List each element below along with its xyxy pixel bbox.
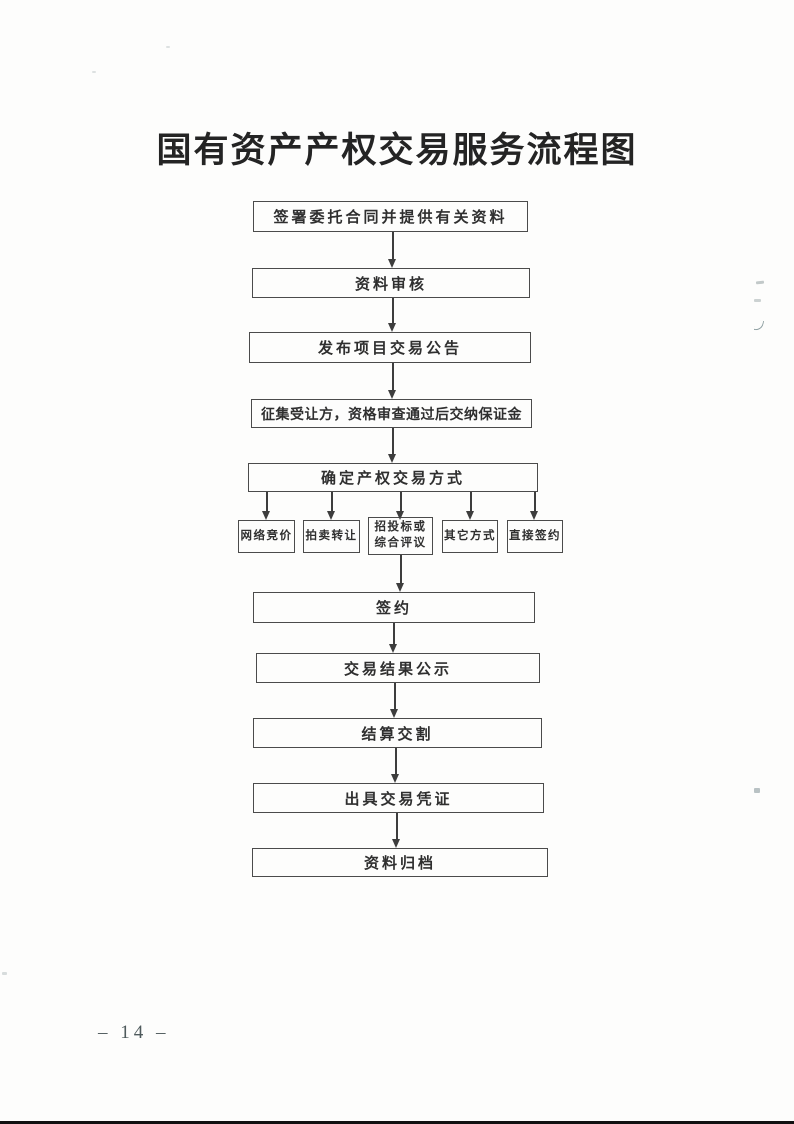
- flow-step-publish-announcement: 发布项目交易公告: [249, 332, 531, 363]
- arrow-down: [392, 363, 394, 390]
- flow-step-issue-certificate: 出具交易凭证: [253, 783, 544, 813]
- flow-step-label: 发布项目交易公告: [317, 341, 462, 357]
- scan-speck: [754, 788, 760, 793]
- flow-step-label: 资料归档: [363, 856, 436, 872]
- scan-bottom-edge: [0, 1121, 794, 1124]
- arrowhead-down-icon: [389, 644, 397, 653]
- flow-method-online-bidding: 网络竞价: [238, 520, 295, 553]
- scan-speck: [166, 46, 170, 48]
- flow-method-label-line2: 综合评议: [374, 537, 427, 549]
- flow-step-determine-method: 确定产权交易方式: [248, 463, 538, 492]
- arrowhead-down-icon: [388, 454, 396, 463]
- flow-method-other: 其它方式: [442, 520, 498, 553]
- flow-step-label: 确定产权交易方式: [320, 471, 465, 487]
- arrowhead-down-icon: [390, 709, 398, 718]
- arrow-down: [400, 492, 402, 511]
- scan-speck: [92, 71, 96, 73]
- flow-method-label: 网络竞价: [240, 529, 293, 542]
- scan-speck: [2, 972, 7, 975]
- arrowhead-down-icon: [262, 511, 270, 520]
- arrow-down: [394, 683, 396, 709]
- flow-step-label: 资料审核: [354, 276, 427, 293]
- flow-step-label: 结算交割: [361, 726, 434, 743]
- arrow-down: [400, 555, 402, 583]
- page-title: 国有资产产权交易服务流程图: [156, 131, 638, 170]
- flow-step-label: 签约: [375, 601, 412, 617]
- arrow-down: [331, 492, 333, 511]
- flow-step-label: 出具交易凭证: [344, 791, 453, 808]
- flow-method-label: 直接签约: [509, 529, 561, 542]
- arrow-down: [266, 492, 268, 511]
- flow-step-label: 签署委托合同并提供有关资料: [273, 210, 508, 226]
- flow-step-settlement: 结算交割: [253, 718, 542, 748]
- flow-method-label: 拍卖转让: [305, 529, 358, 542]
- arrow-down: [396, 813, 398, 839]
- arrow-down: [392, 232, 394, 259]
- flow-step-sign: 签约: [253, 592, 535, 623]
- flow-step-label: 交易结果公示: [343, 661, 452, 678]
- scan-speck: [755, 280, 765, 285]
- flow-method-label: 其它方式: [444, 529, 496, 542]
- scan-speck: [754, 299, 761, 302]
- flow-method-direct-signing: 直接签约: [507, 520, 563, 553]
- arrowhead-down-icon: [388, 390, 396, 399]
- flow-method-auction-transfer: 拍卖转让: [303, 520, 360, 553]
- flow-step-material-review: 资料审核: [252, 268, 530, 298]
- arrowhead-down-icon: [396, 583, 404, 592]
- arrow-down: [470, 492, 472, 511]
- arrow-down: [393, 623, 395, 644]
- arrow-down: [534, 492, 536, 511]
- flow-step-label: 征集受让方，资格审查通过后交纳保证金: [261, 407, 522, 423]
- flow-step-result-publicity: 交易结果公示: [256, 653, 540, 683]
- flow-method-tender-or-evaluation: 招投标或 综合评议: [368, 517, 433, 555]
- page-number: – 14 –: [98, 1022, 170, 1043]
- arrowhead-down-icon: [391, 774, 399, 783]
- arrowhead-down-icon: [396, 511, 404, 520]
- flow-step-archive: 资料归档: [252, 848, 548, 877]
- arrowhead-down-icon: [388, 259, 396, 268]
- arrowhead-down-icon: [392, 839, 400, 848]
- arrowhead-down-icon: [530, 511, 538, 520]
- arrow-down: [395, 748, 397, 774]
- scan-squiggle-mark: [753, 319, 765, 332]
- flow-step-solicit-transferees: 征集受让方，资格审查通过后交纳保证金: [251, 399, 532, 428]
- arrowhead-down-icon: [466, 511, 474, 520]
- flow-step-sign-entrust-contract: 签署委托合同并提供有关资料: [253, 201, 528, 232]
- flow-method-label-line1: 招投标或: [374, 521, 427, 534]
- arrowhead-down-icon: [327, 511, 335, 520]
- arrow-down: [392, 298, 394, 323]
- arrowhead-down-icon: [388, 323, 396, 332]
- arrow-down: [392, 428, 394, 454]
